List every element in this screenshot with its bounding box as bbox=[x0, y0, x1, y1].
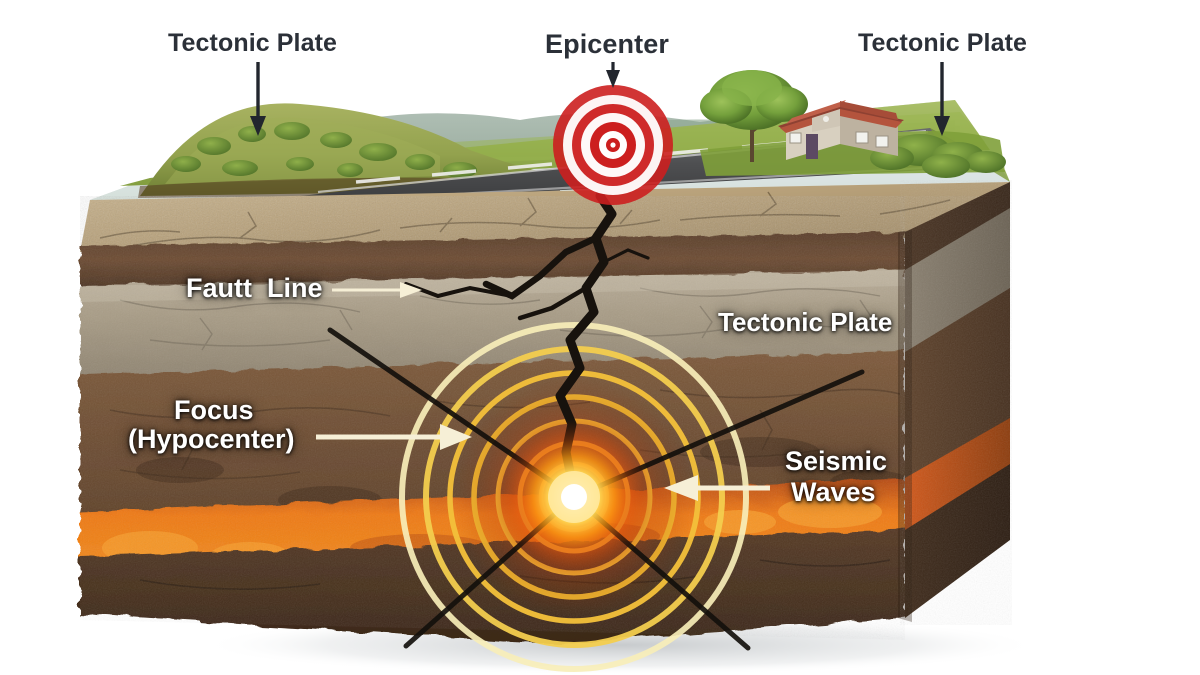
arrow-focus bbox=[316, 424, 472, 450]
label-focus: Focus bbox=[174, 395, 254, 425]
arrow-tectonic-left bbox=[250, 62, 266, 136]
label-tectonic-plate-block: Tectonic Plate bbox=[718, 307, 893, 337]
annotation-arrows bbox=[250, 62, 950, 501]
label-epicenter: Epicenter bbox=[545, 29, 669, 59]
arrow-epicenter bbox=[606, 62, 620, 88]
label-fault-line: Fautt Line bbox=[186, 273, 323, 303]
strata-right-side bbox=[898, 180, 1012, 625]
epicenter-marker bbox=[553, 85, 673, 205]
arrow-fault-line bbox=[332, 282, 422, 298]
label-seismic-waves-line1: Seismic bbox=[785, 446, 888, 476]
tree bbox=[700, 70, 808, 162]
house bbox=[778, 100, 904, 160]
surface-landscape bbox=[90, 70, 1010, 200]
focus-hypocenter-point bbox=[496, 419, 652, 575]
label-tectonic-plate-right: Tectonic Plate bbox=[858, 29, 1028, 57]
right-vegetation bbox=[700, 131, 1006, 178]
label-tectonic-plate-left: Tectonic Plate bbox=[168, 29, 338, 57]
arrow-seismic-waves bbox=[664, 475, 770, 501]
label-hypocenter: (Hypocenter) bbox=[128, 424, 295, 454]
label-seismic-waves-line2: Waves bbox=[791, 477, 876, 507]
arrow-tectonic-right bbox=[934, 62, 950, 136]
